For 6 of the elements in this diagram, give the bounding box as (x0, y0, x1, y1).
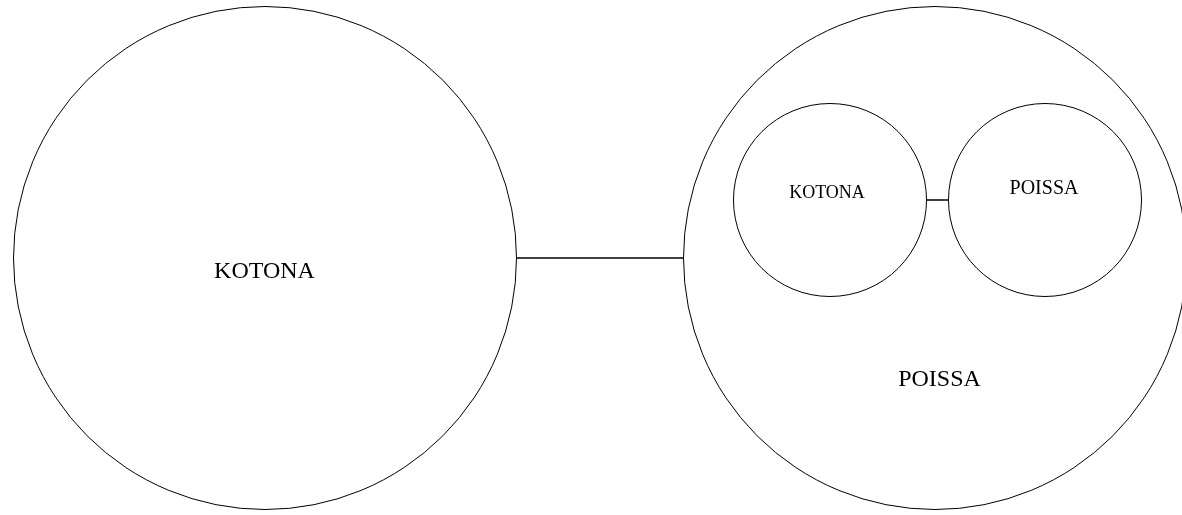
node-label: POISSA (898, 364, 981, 391)
node-label: POISSA (1009, 175, 1079, 199)
connector-line (516, 257, 684, 259)
node-label: KOTONA (789, 181, 865, 203)
node-label: KOTONA (214, 256, 315, 283)
connector-line (926, 199, 949, 201)
